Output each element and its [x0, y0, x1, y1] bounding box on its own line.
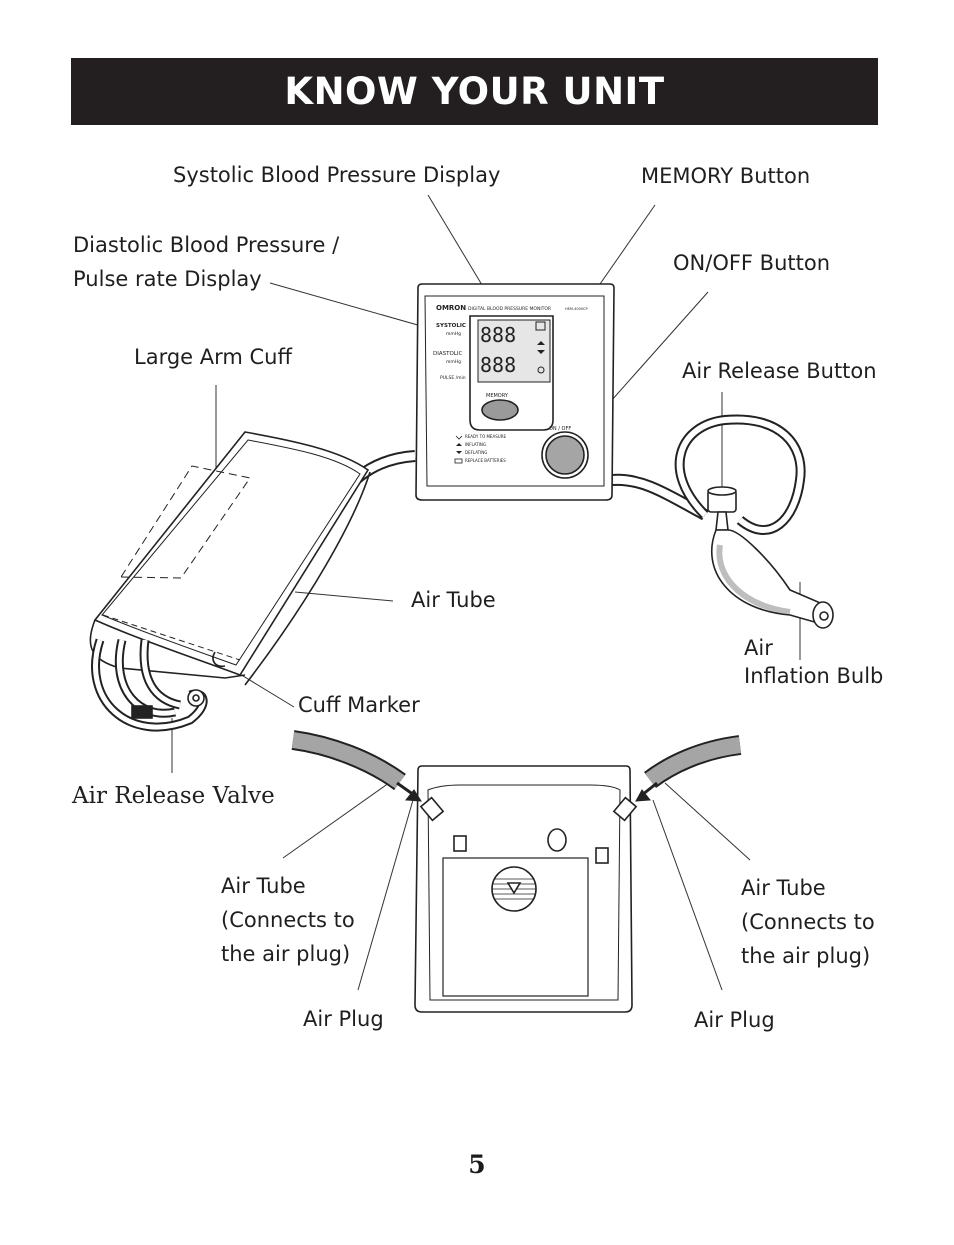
arm-cuff: [89, 431, 371, 732]
label-air-tube-right-line3: the air plug): [741, 944, 871, 968]
label-large-arm-cuff: Large Arm Cuff: [134, 345, 292, 369]
brand-logo: OMRON: [436, 304, 466, 312]
label-air-release-valve: Air Release Valve: [72, 783, 275, 809]
label-cuff-marker: Cuff Marker: [298, 693, 420, 717]
label-air-plug-right: Air Plug: [694, 1008, 775, 1032]
label-diastolic-line1: Diastolic Blood Pressure /: [73, 233, 340, 257]
monitor-front: [324, 283, 708, 521]
model-code: HEM-4000CP: [565, 307, 588, 311]
title-banner: KNOW YOUR UNIT: [71, 58, 878, 125]
monitor-text: OMRON DIGITAL BLOOD PRESSURE MONITOR HEM…: [433, 304, 588, 463]
label-air-tube-left-line2: (Connects to: [221, 908, 355, 932]
legend-ready: READY TO MEASURE: [465, 434, 506, 439]
memory-label: MEMORY: [486, 393, 509, 399]
inflation-bulb: [674, 414, 834, 629]
label-air-plug-left: Air Plug: [303, 1007, 384, 1031]
label-air-inflation-bulb-line2: Inflation Bulb: [744, 664, 884, 688]
label-air-release-button: Air Release Button: [682, 359, 877, 383]
systolic-label: SYSTOLIC: [436, 323, 466, 329]
display-indicator-icons: [454, 321, 546, 464]
legend-batteries: REPLACE BATTERIES: [465, 458, 506, 463]
systolic-digits: 888: [480, 323, 516, 347]
monitor-rear: [291, 730, 742, 1013]
label-air-tube-right-line1: Air Tube: [741, 876, 826, 900]
plug-arrows: [396, 781, 658, 802]
label-systolic-display: Systolic Blood Pressure Display: [173, 163, 501, 187]
label-memory-button: MEMORY Button: [641, 164, 811, 188]
page-number: 5: [468, 1150, 486, 1179]
label-on-off-button: ON/OFF Button: [673, 251, 831, 275]
label-air-tube: Air Tube: [411, 588, 496, 612]
label-air-tube-left-line1: Air Tube: [221, 874, 306, 898]
page-title: KNOW YOUR UNIT: [284, 70, 665, 113]
label-diastolic-line2: Pulse rate Display: [73, 267, 262, 291]
systolic-unit: mmHg: [446, 331, 461, 337]
diastolic-unit: mmHg: [446, 359, 461, 365]
legend-inflating: INFLATING: [465, 442, 486, 447]
label-air-tube-left-line3: the air plug): [221, 942, 351, 966]
on-off-label: ON / OFF: [549, 426, 571, 432]
legend-deflating: DEFLATING: [465, 450, 487, 455]
diastolic-digits: 888: [480, 353, 516, 377]
label-air-inflation-bulb-line1: Air: [744, 636, 773, 660]
label-air-tube-right-line2: (Connects to: [741, 910, 875, 934]
model-title: DIGITAL BLOOD PRESSURE MONITOR: [468, 306, 551, 312]
pulse-label: PULSE /min: [440, 375, 466, 381]
diastolic-label: DIASTOLIC: [433, 351, 462, 357]
